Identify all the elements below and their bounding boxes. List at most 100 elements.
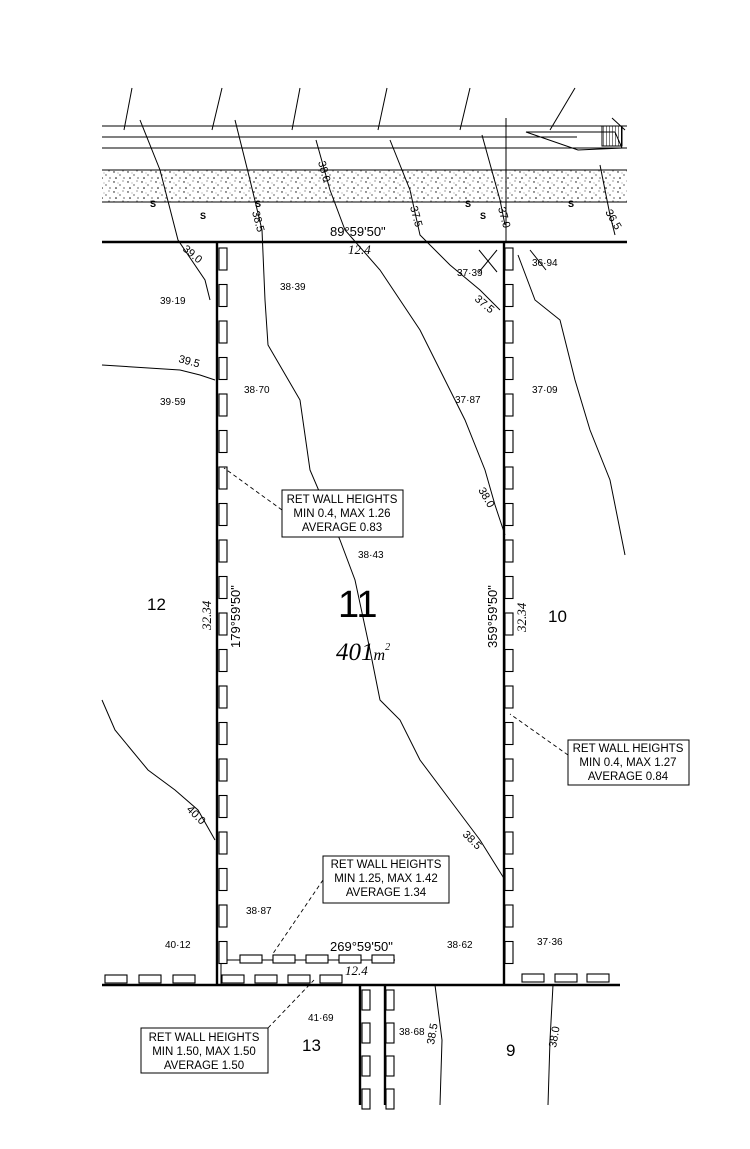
spot-level: 37·36 [537,937,563,948]
wall-block [218,502,228,527]
contour-label: 38.5 [249,210,266,234]
wall-block [218,685,228,709]
wall-block [287,974,311,984]
bearings: 89°59'50" 12.4 179°59'50" 32.34 359°59'5… [199,224,529,978]
ret-wall-callout-bottom: RET WALL HEIGHTS MIN 1.25, MAX 1.42 AVER… [271,855,450,956]
wall-block [504,466,514,490]
distance-top: 12.4 [348,242,371,257]
sewer-mark: S [568,199,574,209]
wall-block [504,612,514,636]
contour-label: 38.5 [460,829,484,853]
wall-block [218,831,228,855]
distance-bottom: 12.4 [345,963,368,978]
wall-block [504,575,514,600]
wall-block [504,685,514,709]
contour-label: 38.0 [315,160,332,184]
neighbour-lot-10: 10 [548,607,567,626]
wall-block [385,1088,395,1110]
retaining-wall-left [218,247,228,965]
spot-levels: 38·39 39·19 37·39 36·94 39·59 38·70 37·8… [160,258,563,1038]
wall-block [504,429,514,454]
contour-label: 38.0 [547,1025,563,1048]
neighbour-lot-9: 9 [506,1041,515,1060]
wall-block [218,466,228,490]
spot-level: 37·39 [457,268,483,279]
lot-boundaries [102,242,620,1105]
distance-left: 32.34 [199,600,214,631]
wall-block [218,904,228,928]
wall-block [554,973,578,983]
neighbour-lot-12: 12 [147,595,166,614]
lot-labels: 11 401m2 12 10 13 9 [147,584,567,1060]
spot-level: 38·62 [447,940,473,951]
svg-text:MIN 1.50, MAX 1.50: MIN 1.50, MAX 1.50 [152,1046,256,1058]
wall-block [172,974,196,984]
wall-block [385,1022,395,1044]
wall-block [218,867,228,892]
wall-block [138,974,162,984]
svg-text:MIN 0.4, MAX 1.27: MIN 0.4, MAX 1.27 [579,757,676,769]
sewer-mark: S [200,211,206,221]
contour-label: 39.5 [177,353,201,370]
svg-text:AVERAGE 1.50: AVERAGE 1.50 [164,1060,244,1072]
sewer-markers: S S S S S S [150,199,574,221]
bearing-right: 359°59'50" [485,585,500,648]
spot-level: 38·68 [399,1027,425,1038]
wall-block [385,989,395,1011]
contour-label: 40.0 [184,804,208,828]
lot-area: 401m2 [336,639,390,666]
spot-level: 39·19 [160,296,186,307]
contour-label: 38.0 [475,486,496,511]
wall-block [218,794,228,819]
road-reserve [102,87,627,244]
distance-right: 32.34 [514,602,529,633]
svg-text:AVERAGE 0.83: AVERAGE 0.83 [302,522,382,534]
wall-block [504,320,514,344]
wall-block [239,954,263,964]
wall-block [218,940,228,965]
wall-block [305,954,329,964]
contour-label: 37.5 [472,293,496,316]
spot-level: 38·87 [246,906,272,917]
retaining-wall-right [504,247,514,965]
ret-wall-callout-lot-13: RET WALL HEIGHTS MIN 1.50, MAX 1.50 AVER… [140,979,315,1074]
contour-labels: 38.0 38.5 37.5 37.0 36.5 39.0 37.5 39.5 … [177,160,623,1049]
svg-text:RET WALL HEIGHTS: RET WALL HEIGHTS [149,1032,260,1044]
wall-block [218,539,228,563]
spot-level: 41·69 [308,1013,334,1024]
svg-text:MIN 0.4, MAX 1.26: MIN 0.4, MAX 1.26 [293,508,390,520]
wall-block [218,721,228,746]
contour-lines [101,119,626,1106]
wall-block [504,904,514,928]
sewer-mark: S [150,199,156,209]
sewer-mark: S [465,199,471,209]
svg-text:RET WALL HEIGHTS: RET WALL HEIGHTS [573,743,684,755]
wall-block [504,356,514,381]
sewer-mark: S [480,211,486,221]
wall-block [218,393,228,417]
wall-block [218,283,228,308]
wall-block [319,974,343,984]
wall-block [254,974,278,984]
wall-block [371,954,395,964]
wall-block [218,320,228,344]
wall-block [504,539,514,563]
sewer-mark: S [255,199,261,209]
spot-level: 38·43 [358,550,384,561]
neighbour-lot-13: 13 [302,1036,321,1055]
contour-label: 36.5 [602,208,623,233]
contour-label: 37.5 [407,205,424,229]
wall-block [272,954,296,964]
wall-block [504,831,514,855]
wall-block [504,393,514,417]
spot-level: 39·59 [160,397,186,408]
spot-level: 38·39 [280,282,306,293]
wall-block [504,721,514,746]
contour-label: 39.0 [180,243,204,266]
wall-block [104,974,128,984]
wall-block [504,283,514,308]
spot-level: 40·12 [165,940,191,951]
svg-text:RET WALL HEIGHTS: RET WALL HEIGHTS [287,494,398,506]
wall-block [504,758,514,782]
wall-block [338,954,362,964]
